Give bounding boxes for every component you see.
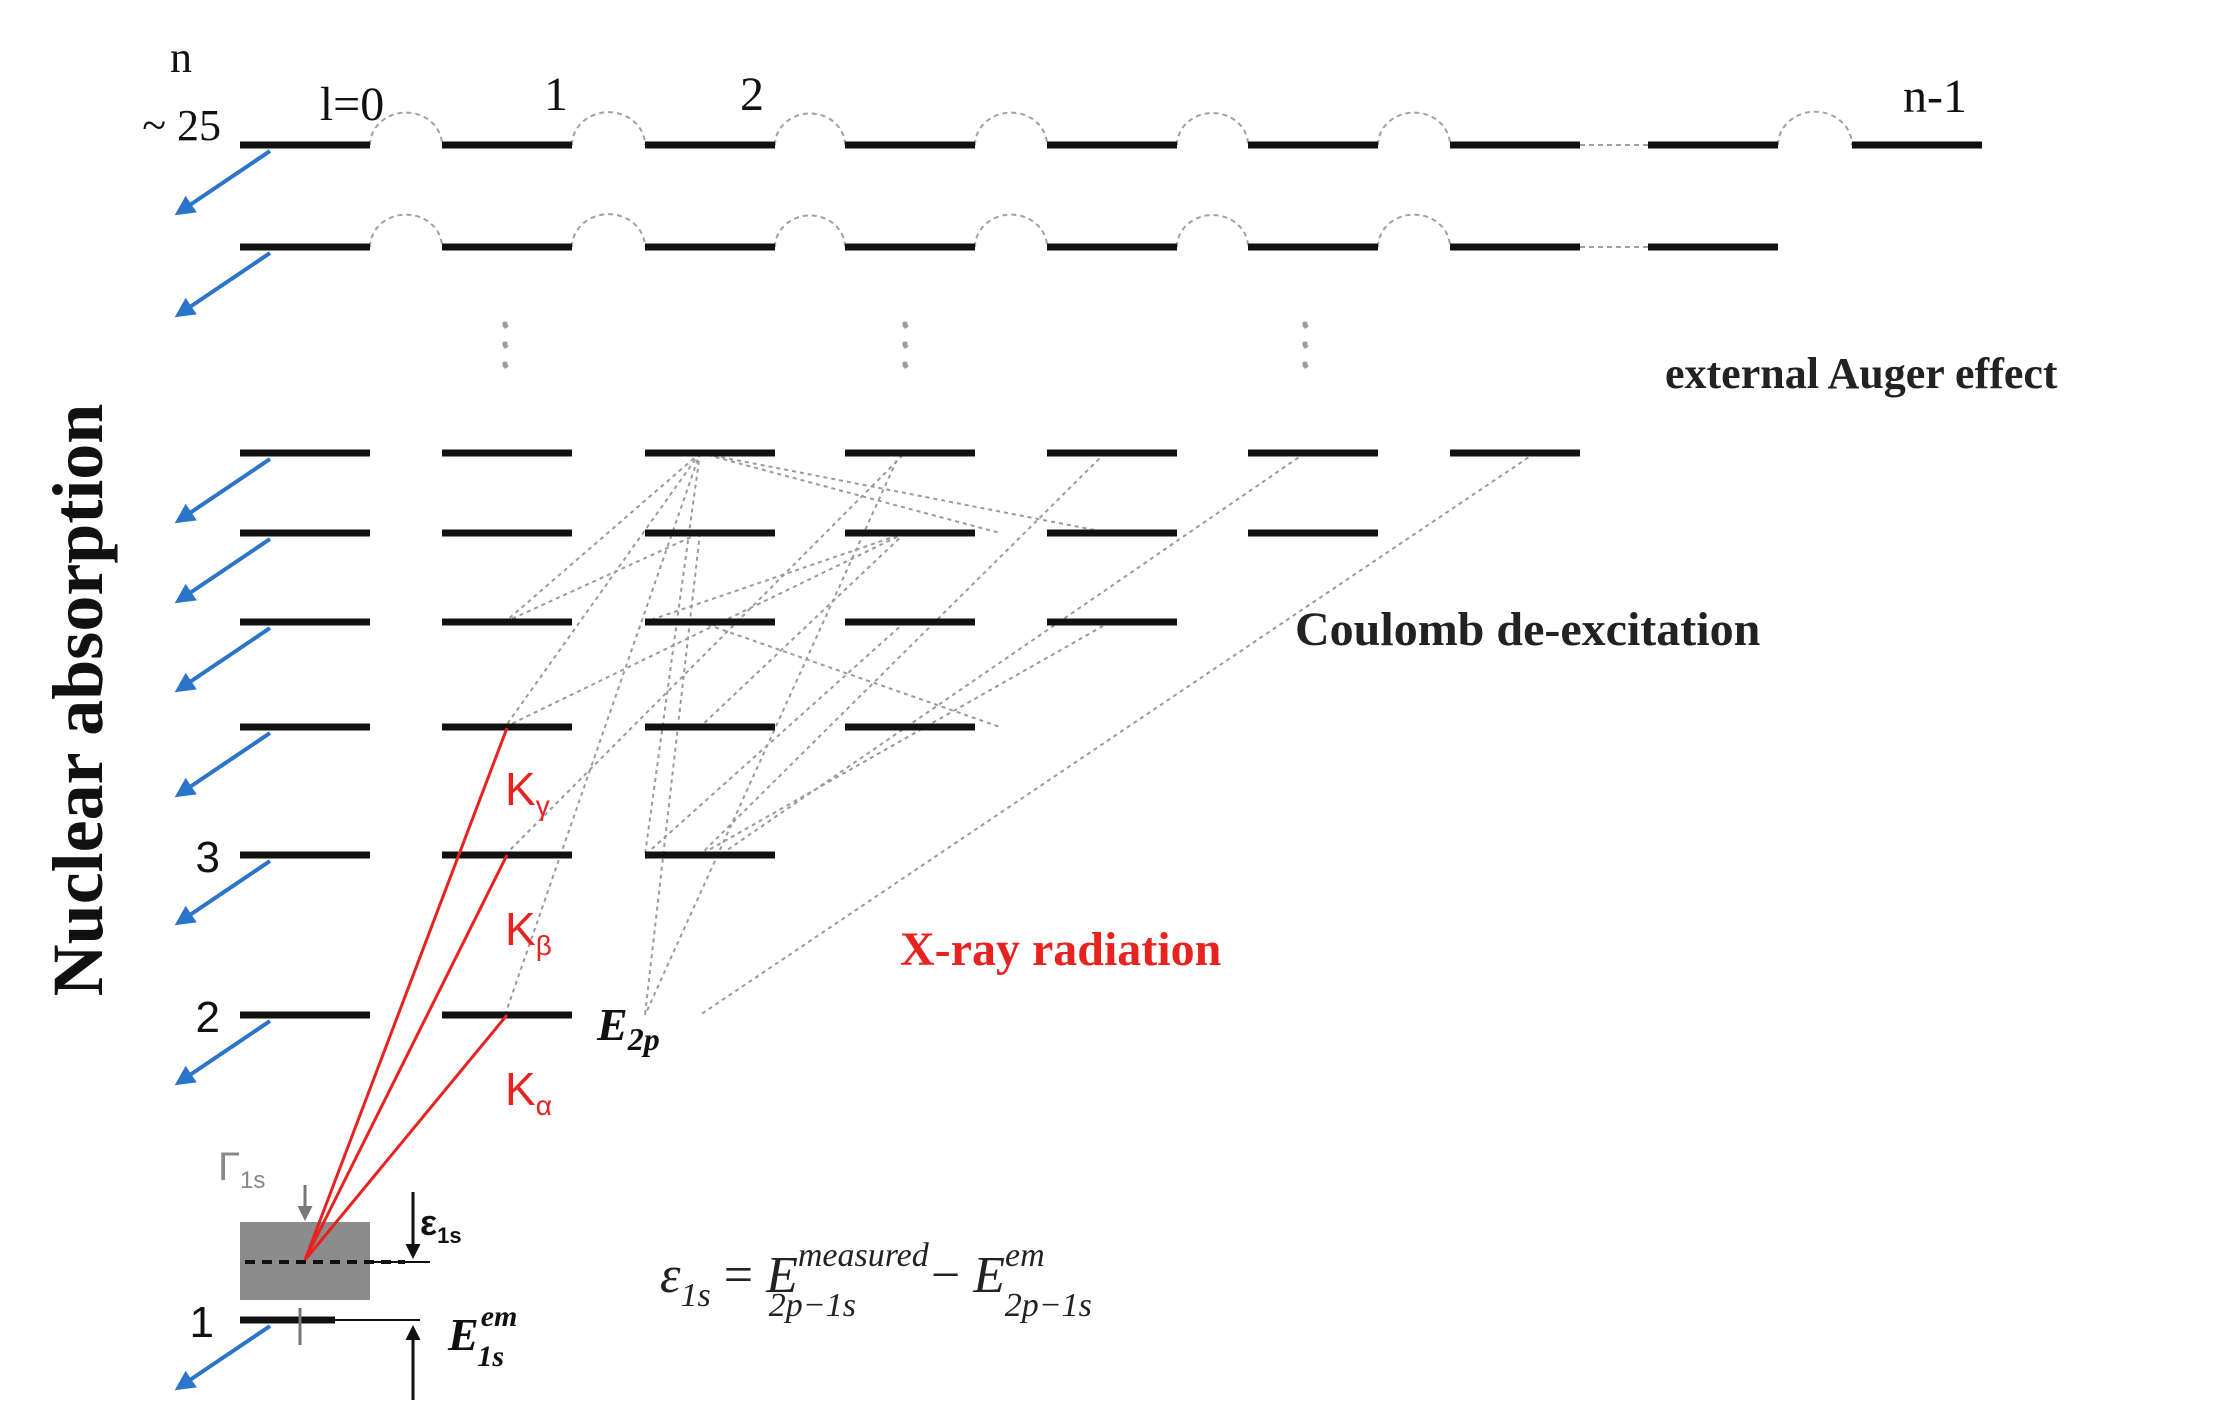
deexcitation-line [644,452,701,856]
k-gamma-line [303,727,509,1261]
deexcitation-line [504,532,906,728]
auger-arc [1377,111,1451,146]
auger-arc [774,112,846,146]
absorption-arrow [174,537,272,604]
l-last-label: n-1 [1903,70,1967,123]
ellipsis-dot [1301,361,1309,369]
k-alpha-label: Kα [505,1063,552,1121]
energy-levels [240,141,1982,1019]
deexcitation-line [504,452,906,856]
absorption-arrow [174,457,272,524]
l-one-label: 1 [544,68,568,121]
xray-label: X-ray radiation [900,923,1221,976]
l-zero-label: l=0 [320,78,384,131]
auger-arc [974,111,1048,146]
auger-arc [974,213,1048,248]
deexcitation-line [504,452,701,623]
auger-arc [1377,213,1451,248]
auger-arcs [369,110,1853,369]
xray-transitions [303,727,509,1261]
deexcitation-line [699,452,1001,534]
side-title: Nuclear absorption [38,404,118,997]
n2-label: 2 [196,993,220,1042]
absorption-arrow [174,1324,272,1391]
auger-arc [1176,112,1249,146]
deexcitation-line [644,532,701,1016]
deexcitation-line [644,621,906,856]
auger-arc [571,111,646,146]
e2p-label: E2p [596,999,660,1057]
l-two-label: 2 [740,68,764,121]
ellipsis-dot [901,321,909,329]
ellipsis-dot [901,341,909,349]
deexcitation-line [504,452,701,1016]
deexcitation-line [699,452,1106,856]
absorption-arrow [174,859,272,926]
nuclear-absorption-arrows [174,149,272,1391]
deexcitation-line [504,532,701,623]
absorption-arrow [174,731,272,798]
n1-label: 1 [190,1298,214,1347]
ellipsis-dot [501,341,509,349]
deexcitation-line [699,621,1111,856]
auger-arc [369,111,443,146]
absorption-arrow [174,251,272,318]
k-beta-line [303,854,509,1261]
ellipsis-dot [1301,341,1309,349]
coulomb-deexcitation-lines [504,452,1536,1016]
auger-arc [369,213,443,248]
ellipsis-dot [901,361,909,369]
k-gamma-label: Kγ [505,763,550,821]
deexcitation-line [699,452,1111,534]
deexcitation-line [719,452,1306,856]
gamma1s-label: Γ1s [218,1145,265,1194]
auger-arc [1176,214,1249,248]
deexcitation-line [644,452,901,1016]
auger-arc [1777,110,1853,146]
auger-arc [571,213,646,248]
eps1s-label: ε1s [420,1202,462,1248]
auger-arc [774,214,846,248]
n-header: n [170,33,192,82]
deexcitation-line [699,621,1001,728]
auger-label: external Auger effect [1665,349,2058,398]
ellipsis-dot [501,321,509,329]
absorption-arrow [174,149,272,216]
k-beta-label: Kβ [505,903,552,961]
absorption-arrow [174,1019,272,1086]
ellipsis-dot [1301,321,1309,329]
deexcitation-line [644,532,906,623]
n-top-label: ~ 25 [142,101,221,150]
deexcitation-line [504,452,701,728]
k-alpha-line [303,1014,509,1261]
coulomb-label: Coulomb de-excitation [1295,603,1760,656]
ellipsis-dot [501,361,509,369]
deexcitation-line [699,532,906,728]
absorption-arrow [174,626,272,693]
n3-label: 3 [196,833,220,882]
